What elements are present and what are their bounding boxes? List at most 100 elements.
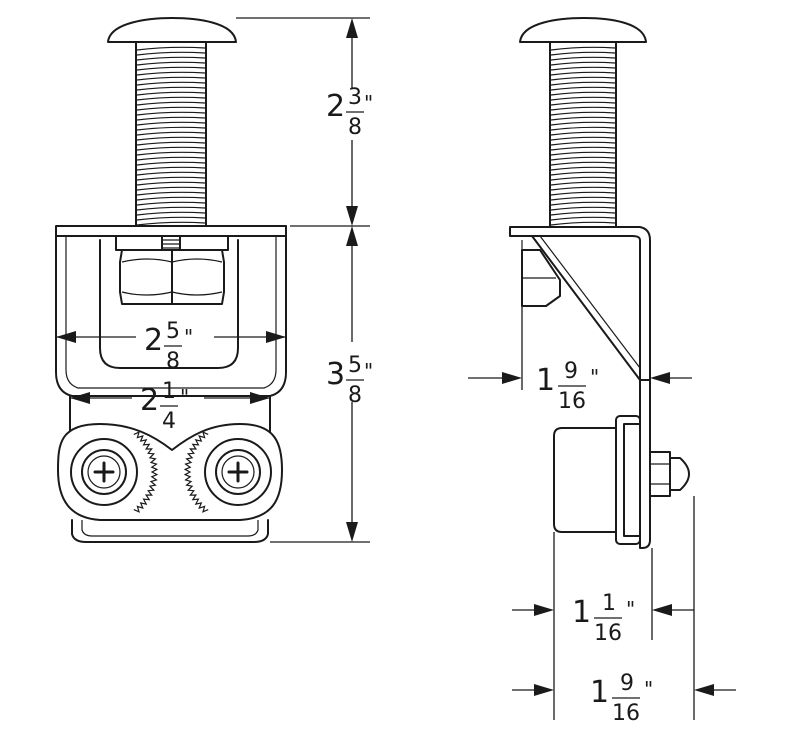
side-back-plate	[639, 379, 651, 549]
thread-line	[550, 71, 616, 76]
side-bolt	[519, 17, 647, 229]
thread-line	[550, 91, 616, 96]
thread-line	[136, 181, 206, 186]
thread-line	[550, 151, 616, 156]
thread-line	[136, 171, 206, 176]
dim-unit: "	[626, 597, 635, 621]
thread-line	[136, 136, 206, 141]
dim-label-bolt-length: 2 3 8 "	[326, 85, 373, 140]
thread-line	[136, 126, 206, 131]
thread-line	[550, 96, 616, 101]
dim-whole: 1	[590, 675, 609, 710]
thread-line	[550, 76, 616, 81]
dim-label-bracket-depth: 1 9 16 "	[536, 359, 599, 414]
thread-line	[136, 151, 206, 156]
dim-whole: 2	[326, 89, 345, 124]
dim-denominator: 8	[348, 115, 362, 140]
dim-numerator: 3	[348, 85, 362, 110]
side-view	[509, 17, 690, 549]
dim-unit: "	[184, 325, 193, 349]
thread-line	[136, 106, 206, 111]
thread-line	[136, 201, 206, 206]
dim-unit: "	[590, 365, 599, 389]
thread-line	[550, 191, 616, 196]
thread-line	[550, 216, 616, 221]
dim-numerator: 1	[602, 591, 616, 616]
thread-line	[550, 106, 616, 111]
dim-unit: "	[364, 359, 373, 383]
thread-line	[136, 161, 206, 166]
front-top-plate	[55, 225, 287, 237]
thread-line	[550, 131, 616, 136]
front-bracket	[55, 235, 287, 397]
dim-numerator: 5	[348, 353, 362, 378]
thread-line	[136, 206, 206, 211]
thread-line	[550, 156, 616, 161]
thread-line	[136, 116, 206, 121]
dim-numerator: 9	[620, 671, 634, 696]
dim-unit: "	[364, 91, 373, 115]
dim-whole: 3	[326, 357, 345, 392]
thread-line	[136, 91, 206, 96]
thread-line	[550, 206, 616, 211]
thread-line	[550, 81, 616, 86]
thread-line	[550, 136, 616, 141]
dim-label-bracket-width: 2 5 8 "	[144, 319, 193, 374]
side-dimensions	[468, 250, 736, 720]
thread-line	[136, 131, 206, 136]
front-right-jaw	[183, 431, 209, 513]
thread-line	[550, 66, 616, 71]
dim-denominator: 16	[594, 621, 622, 646]
thread-line	[136, 46, 206, 51]
dim-denominator: 8	[348, 383, 362, 408]
thread-line	[550, 221, 616, 226]
front-dimensions	[56, 17, 370, 543]
thread-line	[136, 51, 206, 56]
dim-numerator: 9	[564, 359, 578, 384]
thread-line	[550, 171, 616, 176]
dim-denominator: 4	[162, 409, 176, 434]
thread-line	[550, 201, 616, 206]
side-bolt-threads	[550, 46, 616, 226]
thread-line	[136, 216, 206, 221]
dim-label-base-width: 2 1 4 "	[140, 379, 189, 434]
thread-line	[136, 61, 206, 66]
dim-denominator: 16	[612, 701, 640, 726]
thread-line	[136, 186, 206, 191]
thread-line	[550, 186, 616, 191]
thread-line	[136, 176, 206, 181]
thread-line	[136, 196, 206, 201]
dim-label-total-depth: 1 9 16 "	[590, 671, 653, 726]
thread-line	[550, 86, 616, 91]
thread-line	[136, 71, 206, 76]
thread-line	[550, 161, 616, 166]
thread-line	[136, 211, 206, 216]
thread-line	[550, 176, 616, 181]
front-bolt	[107, 17, 237, 229]
dim-unit: "	[180, 385, 189, 409]
thread-line	[136, 81, 206, 86]
dim-label-lamp-depth: 1 1 16 "	[572, 591, 635, 646]
thread-line	[550, 56, 616, 61]
thread-line	[550, 141, 616, 146]
thread-line	[136, 191, 206, 196]
thread-line	[136, 121, 206, 126]
thread-line	[136, 221, 206, 226]
thread-line	[136, 96, 206, 101]
thread-line	[550, 126, 616, 131]
bolt-threads	[136, 46, 206, 226]
thread-line	[550, 111, 616, 116]
thread-line	[550, 181, 616, 186]
thread-line	[550, 166, 616, 171]
thread-line	[550, 61, 616, 66]
thread-line	[136, 101, 206, 106]
front-bracket-window	[99, 239, 239, 369]
dim-numerator: 1	[162, 379, 176, 404]
thread-line	[136, 156, 206, 161]
front-view	[55, 17, 287, 543]
front-left-jaw	[133, 431, 159, 513]
thread-line	[550, 46, 616, 51]
thread-line	[136, 76, 206, 81]
thread-line	[550, 116, 616, 121]
dim-whole: 2	[144, 323, 163, 358]
